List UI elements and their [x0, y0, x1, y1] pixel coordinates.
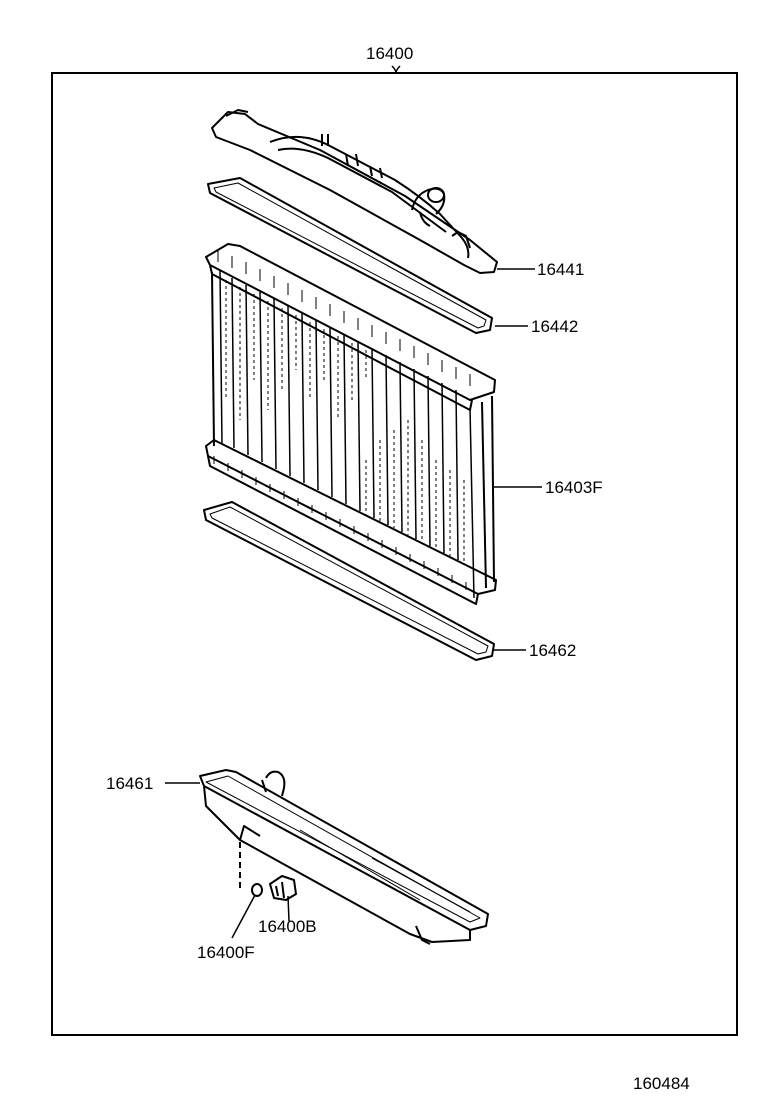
- upper-gasket-drawing: [207, 177, 493, 334]
- part-label-upper-gasket: 16442: [531, 317, 579, 336]
- drain-plug-drawing: [239, 842, 297, 901]
- figure-number-label: 160484: [633, 1074, 690, 1093]
- assembly-frame: [51, 72, 738, 1036]
- radiator-core-drawing: [205, 243, 497, 605]
- upper-tank-drawing: [211, 109, 498, 274]
- lower-gasket-drawing: [203, 501, 495, 661]
- leader-lines: [165, 268, 542, 939]
- part-label-drain-plug: 16400B: [258, 917, 317, 936]
- part-label-upper-tank: 16441: [537, 260, 585, 279]
- part-label-radiator-core: 16403F: [545, 478, 603, 497]
- part-label-lower-gasket: 16462: [529, 641, 577, 660]
- assembly-leader: [391, 65, 401, 74]
- part-label-lower-tank: 16461: [106, 774, 154, 793]
- assembly-number-label: 16400: [366, 44, 414, 63]
- part-label-o-ring: 16400F: [197, 943, 255, 962]
- lower-tank-drawing: [199, 769, 489, 945]
